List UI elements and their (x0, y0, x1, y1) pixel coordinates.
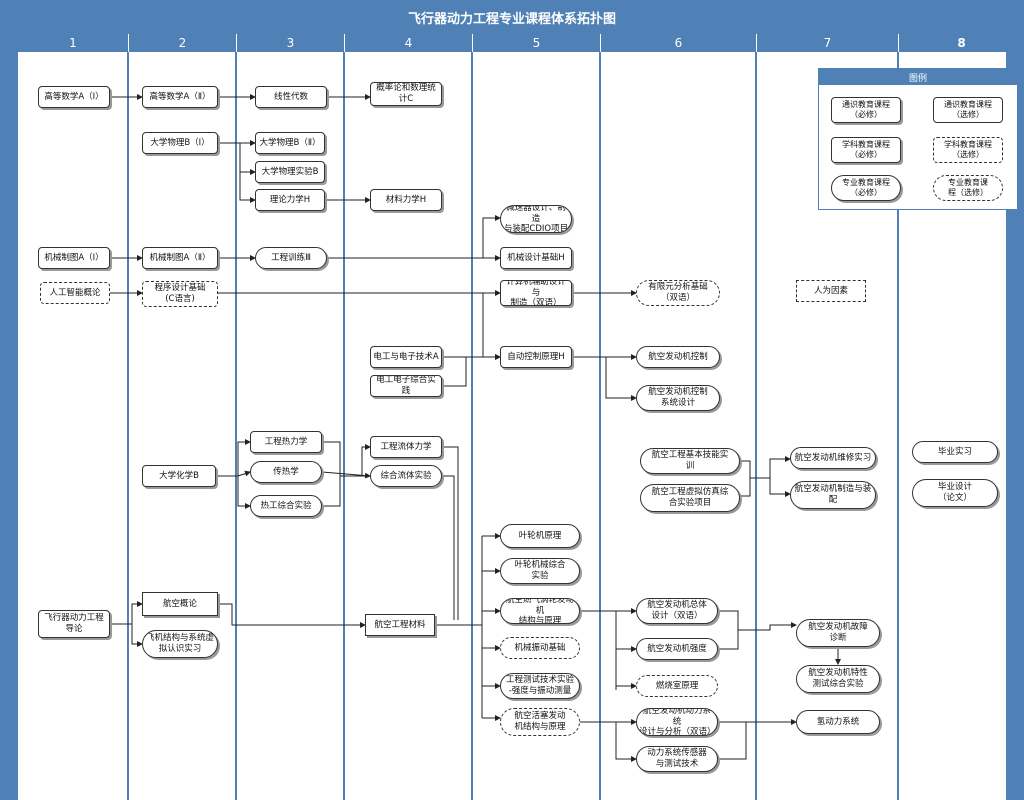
course-fluid-lab: 综合流体实验 (370, 465, 442, 487)
course-mechanical-drawing-1: 机械制图A（Ⅰ） (38, 247, 110, 269)
column-divider (343, 52, 345, 800)
column-divider (897, 52, 899, 800)
course-aviation-basic-skills: 航空工程基本技能实 训 (640, 448, 740, 474)
course-sensors-testing: 动力系统传感器 与测试技术 (636, 746, 718, 772)
course-aviation-intro: 航空概论 (142, 592, 218, 616)
column-divider (471, 52, 473, 800)
course-mechanical-drawing-2: 机械制图A（Ⅱ） (142, 247, 218, 269)
column-header-8: 8 (898, 34, 1024, 52)
course-reducer-cdio: 減速器设计、制造 与装配CDIO项目 (500, 205, 572, 233)
course-physics-2: 大学物理B（Ⅱ） (255, 132, 325, 154)
course-electronics-practice: 电工电子综合实践 (370, 375, 442, 397)
course-probability-statistics: 概率论和数理统计C (370, 82, 442, 106)
course-graduation-thesis: 毕业设计 （论文） (912, 479, 998, 507)
legend-panel: 图例 通识教育课程 （必修） 通识教育课程 （选修） 学科教育课程 （必修） 学… (818, 68, 1018, 210)
course-engine-overall-design: 航空发动机总体 设计（双语） (636, 598, 718, 624)
legend-general-required: 通识教育课程 （必修） (831, 97, 901, 123)
course-engine-manufacturing: 航空发动机制造与装 配 (790, 481, 876, 509)
course-engineering-training: 工程训练Ⅲ (255, 247, 327, 269)
course-power-system-design: 航空发动机动力系统 设计与分析（双语） (636, 708, 718, 736)
column-divider (755, 52, 757, 800)
course-turbomachinery-lab: 叶轮机械综合 实验 (500, 558, 580, 584)
course-piston-engine: 航空活塞发动 机结构与原理 (500, 708, 580, 736)
column-header-6: 6 (600, 34, 756, 52)
course-electrical-electronics: 电工与电子技术A (370, 346, 442, 368)
course-engine-maintenance: 航空发动机维修实习 (790, 447, 876, 469)
course-chemistry: 大学化学B (142, 465, 216, 487)
column-divider (127, 52, 129, 800)
legend-major-required: 专业教育课程 （必修） (831, 175, 901, 201)
course-engine-performance-lab: 航空发动机特性 测试综合实验 (796, 665, 880, 693)
legend-discipline-elective: 学科教育课程 （选修） (933, 137, 1003, 163)
course-physics-lab: 大学物理实验B (255, 161, 325, 183)
course-propulsion-intro: 飞行器动力工程 导论 (38, 610, 110, 638)
course-aviation-materials: 航空工程材料 (365, 614, 435, 636)
course-ai-intro: 人工智能概论 (40, 282, 110, 304)
course-turbofan-structure: 航空燃气涡轮发动机 结构与原理 (500, 598, 580, 624)
course-finite-element: 有限元分析基础 （双语） (636, 280, 720, 306)
column-header-corner (0, 34, 18, 52)
column-header-7: 7 (756, 34, 898, 52)
course-human-factors: 人为因素 (796, 280, 866, 302)
course-linear-algebra: 线性代数 (255, 86, 327, 108)
diagram-title: 飞行器动力工程专业课程体系拓扑图 (0, 0, 1024, 34)
course-fluid-mechanics: 工程流体力学 (370, 436, 442, 458)
legend-major-elective: 专业教育课 程（选修） (933, 175, 1003, 201)
course-turbomachinery: 叶轮机原理 (500, 524, 580, 548)
legend-general-elective: 通识教育课程 （选修） (933, 97, 1003, 123)
course-advanced-math-1: 高等数学A（Ⅰ） (38, 86, 110, 108)
course-programming-basics: 程序设计基础 (C语言) (142, 281, 218, 307)
course-combustor: 燃烧室原理 (636, 675, 718, 697)
course-physics-1: 大学物理B（Ⅰ） (142, 132, 218, 154)
column-divider (599, 52, 601, 800)
column-header-2: 2 (128, 34, 236, 52)
course-virtual-simulation: 航空工程虚拟仿真综 合实验项目 (640, 484, 740, 512)
course-engine-strength: 航空发动机强度 (636, 638, 718, 660)
legend-discipline-required: 学科教育课程 （必修） (831, 137, 901, 163)
course-cad-cam: 计算机辅助设计与 制造（双语） (500, 280, 572, 306)
course-engineering-thermodynamics: 工程热力学 (250, 431, 322, 453)
column-header-3: 3 (236, 34, 344, 52)
course-aircraft-structure-practice: 飞机结构与系统虚 拟认识实习 (142, 630, 218, 658)
course-mechanical-vibration: 机械振动基础 (500, 637, 580, 659)
course-thermal-lab: 热工综合实验 (250, 495, 322, 517)
course-advanced-math-2: 高等数学A（Ⅱ） (142, 86, 218, 108)
course-hydrogen-power: 氢动力系统 (796, 710, 880, 734)
course-heat-transfer: 传热学 (250, 461, 322, 483)
course-mechanical-design: 机械设计基础H (500, 247, 572, 269)
course-graduation-internship: 毕业实习 (912, 441, 998, 463)
column-header-4: 4 (344, 34, 472, 52)
right-frame-bar (1006, 52, 1024, 800)
left-frame-bar (0, 52, 18, 800)
course-engine-control: 航空发动机控制 (636, 346, 720, 368)
course-control-system-design: 航空发动机控制 系统设计 (636, 385, 720, 411)
course-automatic-control: 自动控制原理H (500, 346, 572, 368)
course-engineering-testing-lab: 工程测试技术实验 -强度与振动测量 (500, 673, 580, 699)
course-theoretical-mechanics: 理论力学H (255, 189, 325, 211)
course-engine-fault-diagnosis: 航空发动机故障 诊断 (796, 619, 880, 647)
column-divider (235, 52, 237, 800)
column-header-1: 1 (18, 34, 128, 52)
legend-title: 图例 (819, 69, 1017, 85)
course-material-mechanics: 材料力学H (370, 189, 442, 211)
column-header-5: 5 (472, 34, 600, 52)
